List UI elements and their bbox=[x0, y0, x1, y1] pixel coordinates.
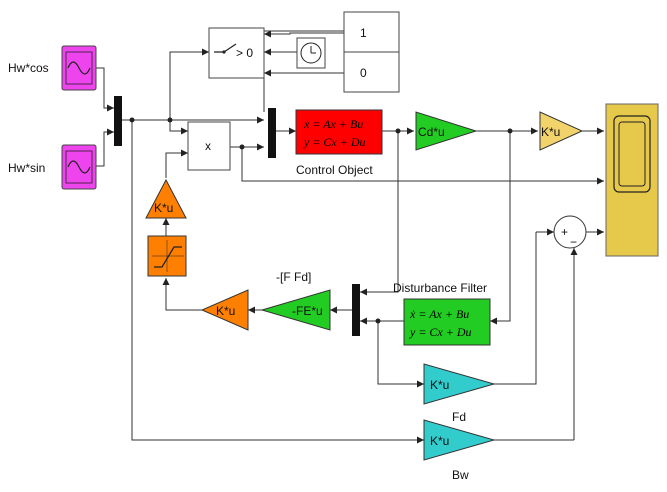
sine-source-cos[interactable] bbox=[61, 45, 97, 91]
state-space-disturbance-filter[interactable]: ẋ = Ax + Bu y = Cx + Du bbox=[403, 298, 491, 346]
switch-icon bbox=[214, 43, 237, 54]
constant-value-1: 1 bbox=[360, 26, 367, 40]
switch-block[interactable]: > 0 bbox=[208, 27, 265, 79]
product-symbol: x bbox=[205, 139, 211, 153]
gain-upward-label: K*u bbox=[154, 201, 173, 215]
label-control-object: Control Object bbox=[296, 163, 373, 177]
product-block[interactable]: x bbox=[187, 121, 231, 171]
mux-block-1[interactable] bbox=[114, 96, 122, 146]
gain-output[interactable]: K*u bbox=[539, 111, 584, 151]
filter-eq-line2: y = Cx + Du bbox=[409, 325, 472, 339]
gain-bw-label: K*u bbox=[430, 434, 449, 448]
clock-block[interactable] bbox=[296, 37, 326, 69]
gain-bw[interactable]: K*u bbox=[423, 419, 496, 461]
constant-value-0: 0 bbox=[360, 66, 367, 80]
mux-block-2[interactable] bbox=[268, 108, 276, 158]
state-space-control-object[interactable]: ẋ = Ax + Bu y = Cx + Du bbox=[295, 109, 383, 155]
gain-upward[interactable]: K*u bbox=[145, 178, 187, 219]
gain-fd-label: K*u bbox=[430, 378, 449, 392]
constant-block-0[interactable]: 0 bbox=[343, 51, 400, 93]
sine-wave-icon bbox=[65, 150, 93, 184]
gain-orange-label: K*u bbox=[216, 304, 235, 318]
label-fd: Fd bbox=[452, 410, 466, 424]
constant-block-1[interactable]: 1 bbox=[343, 11, 400, 53]
scope-block[interactable] bbox=[605, 103, 659, 257]
label-disturbance-filter: Disturbance Filter bbox=[393, 281, 487, 295]
gain-fd[interactable]: K*u bbox=[423, 363, 496, 405]
gain-cd-label: Cd*u bbox=[418, 125, 445, 139]
sine-wave-icon bbox=[65, 51, 93, 85]
gain-orange[interactable]: K*u bbox=[200, 289, 249, 331]
saturation-block[interactable] bbox=[147, 235, 187, 277]
scope-icon bbox=[613, 115, 651, 193]
label-f-fd: -[F Fd] bbox=[276, 270, 311, 284]
gain-output-label: K*u bbox=[541, 125, 560, 139]
sum-block[interactable]: + − bbox=[553, 215, 587, 249]
switch-threshold: > 0 bbox=[236, 46, 253, 60]
gain-fe-label: -FE*u bbox=[292, 304, 323, 318]
clock-icon bbox=[300, 42, 322, 64]
control-eq-line2: y = Cx + Du bbox=[303, 135, 366, 149]
filter-eq-line1: ẋ = Ax + Bu bbox=[409, 307, 469, 321]
mux-block-3[interactable] bbox=[352, 284, 360, 336]
label-hw-sin: Hw*sin bbox=[8, 161, 45, 175]
saturation-icon bbox=[152, 240, 184, 272]
sine-source-sin[interactable] bbox=[61, 144, 97, 190]
gain-cd[interactable]: Cd*u bbox=[415, 111, 478, 151]
control-eq-line1: ẋ = Ax + Bu bbox=[303, 117, 363, 131]
gain-fe[interactable]: -FE*u bbox=[260, 289, 331, 331]
sum-plus-sign: + bbox=[561, 225, 568, 239]
label-hw-cos: Hw*cos bbox=[8, 61, 49, 75]
sum-minus-sign: − bbox=[570, 235, 577, 249]
label-bw: Bw bbox=[452, 468, 469, 482]
